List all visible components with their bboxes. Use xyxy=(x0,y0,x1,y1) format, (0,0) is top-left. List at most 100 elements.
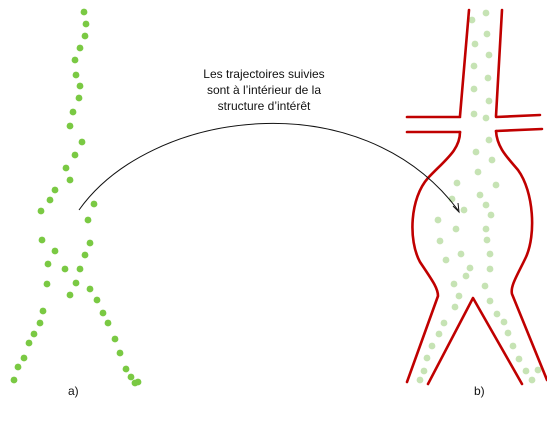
trajectory-dot xyxy=(81,32,89,40)
trajectory-dot xyxy=(86,285,94,293)
vessel-wall xyxy=(458,8,471,118)
trajectory-dot-faded xyxy=(460,206,468,214)
trajectory-dots-a xyxy=(10,8,142,387)
trajectory-dot xyxy=(66,291,74,299)
trajectory-dot-faded xyxy=(534,366,542,374)
trajectory-dot-faded xyxy=(528,376,536,384)
trajectory-dot xyxy=(75,94,83,102)
trajectory-dot-faded xyxy=(476,191,484,199)
trajectory-dot xyxy=(43,280,51,288)
trajectory-dot-faded xyxy=(442,256,450,264)
annotation-text: Les trajectoires suivies sont à l’intéri… xyxy=(134,66,394,114)
trajectory-dot xyxy=(131,379,139,387)
trajectory-dot xyxy=(51,186,59,194)
trajectory-dot xyxy=(38,236,46,244)
trajectory-dot xyxy=(81,251,89,259)
trajectory-dot xyxy=(84,216,92,224)
trajectory-dot xyxy=(71,56,79,64)
vessel-wall xyxy=(494,127,544,133)
trajectory-dot-faded xyxy=(457,250,465,258)
trajectory-dot-faded xyxy=(451,303,459,311)
trajectory-dots-b xyxy=(416,9,542,384)
trajectory-dot-faded xyxy=(423,354,431,362)
trajectory-dot xyxy=(76,82,84,90)
trajectory-dot-faded xyxy=(483,30,491,38)
trajectory-dot-faded xyxy=(466,264,474,272)
trajectory-dot-faded xyxy=(485,51,493,59)
trajectory-dot-faded xyxy=(481,282,489,290)
annotation-line-3: structure d’intérêt xyxy=(217,99,311,113)
trajectory-dot xyxy=(44,260,52,268)
trajectory-dot-faded xyxy=(482,225,490,233)
trajectory-dot-faded xyxy=(470,110,478,118)
trajectory-dot-faded xyxy=(522,367,530,375)
trajectory-dot-faded xyxy=(509,342,517,350)
trajectory-dot xyxy=(76,265,84,273)
trajectory-dot-faded xyxy=(485,136,493,144)
trajectory-dot xyxy=(104,319,112,327)
trajectory-dot-faded xyxy=(450,280,458,288)
curved-arrow-icon xyxy=(78,122,460,214)
trajectory-dot xyxy=(39,307,47,315)
trajectory-dot xyxy=(76,44,84,52)
trajectory-dot-faded xyxy=(474,168,482,176)
trajectory-dot xyxy=(62,164,70,172)
arrow-curve xyxy=(78,122,459,211)
trajectory-dot-faded xyxy=(455,292,463,300)
vessel-structure xyxy=(405,8,547,386)
trajectory-dot-faded xyxy=(468,16,476,24)
trajectory-dot-faded xyxy=(416,376,424,384)
trajectory-dot xyxy=(99,309,107,317)
trajectory-dot xyxy=(37,207,45,215)
trajectory-dot-faded xyxy=(434,216,442,224)
trajectory-dot-faded xyxy=(504,329,512,337)
trajectory-dot xyxy=(111,335,119,343)
trajectory-dot-faded xyxy=(487,211,495,219)
trajectory-dot xyxy=(51,247,59,255)
trajectory-dot xyxy=(14,363,22,371)
trajectory-dot-faded xyxy=(436,237,444,245)
trajectory-dot xyxy=(93,296,101,304)
trajectory-dot-faded xyxy=(440,319,448,327)
panel-label-b: b) xyxy=(474,384,485,398)
trajectory-dot xyxy=(80,8,88,16)
trajectory-dot-faded xyxy=(482,114,490,122)
trajectory-dot-faded xyxy=(488,156,496,164)
trajectory-dot-faded xyxy=(486,250,494,258)
trajectory-dot xyxy=(71,151,79,159)
trajectory-dot-faded xyxy=(470,62,478,70)
trajectory-dot-faded xyxy=(484,74,492,82)
vessel-wall xyxy=(494,129,547,382)
arrow-head xyxy=(452,202,460,214)
trajectory-dot xyxy=(36,319,44,327)
panel-label-a: a) xyxy=(68,384,79,398)
trajectory-dot xyxy=(78,138,86,146)
trajectory-dot xyxy=(30,330,38,338)
vessel-wall xyxy=(405,130,462,384)
trajectory-dot xyxy=(69,108,77,116)
annotation-line-2: sont à l’intérieur de la xyxy=(206,83,322,97)
trajectory-dot xyxy=(90,200,98,208)
trajectory-dot-faded xyxy=(482,9,490,17)
trajectory-dot-faded xyxy=(482,201,490,209)
trajectory-dot xyxy=(10,376,18,384)
trajectory-dot xyxy=(66,122,74,130)
trajectory-dot xyxy=(20,354,28,362)
trajectory-dot-faded xyxy=(435,330,443,338)
trajectory-dot-faded xyxy=(453,179,461,187)
trajectory-dot-faded xyxy=(493,310,501,318)
trajectory-dot xyxy=(66,176,74,184)
annotation-line-1: Les trajectoires suivies xyxy=(203,67,325,81)
trajectory-dot-faded xyxy=(486,297,494,305)
trajectory-dot-faded xyxy=(452,225,460,233)
trajectory-dot xyxy=(86,239,94,247)
vessel-wall xyxy=(494,8,504,118)
trajectory-dot xyxy=(46,196,54,204)
trajectory-dot-faded xyxy=(471,40,479,48)
trajectory-dot-faded xyxy=(428,342,436,350)
trajectory-dot-faded xyxy=(500,318,508,326)
trajectory-dot xyxy=(61,265,69,273)
trajectory-dot xyxy=(72,279,80,287)
